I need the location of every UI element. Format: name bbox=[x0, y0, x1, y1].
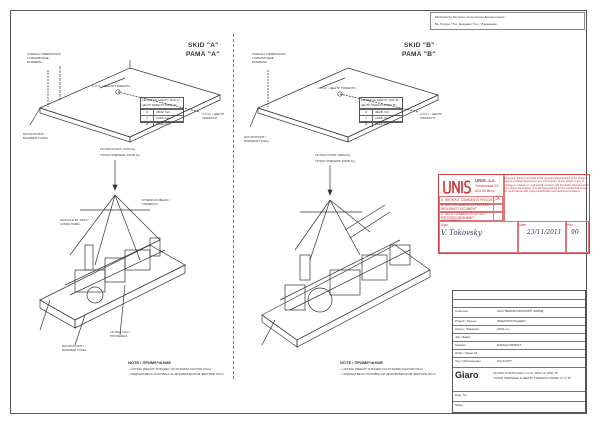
skid-a-lifting-point-ru: ТОЧКА ПОДЪЕМА 13100 Kg bbox=[100, 153, 140, 157]
skid-b-note-1: – LIFTING WEIGHT IS BASED ON DYNAMIC FAC… bbox=[340, 367, 423, 371]
skid-a-overall-slab bbox=[29, 60, 221, 143]
skid-b-title: SKID "B" bbox=[404, 42, 435, 49]
stamp-date-label: Date: bbox=[519, 223, 527, 227]
skid-a-note-1: – LIFTING WEIGHT IS BASED ON DYNAMIC FAC… bbox=[128, 367, 211, 371]
table-row: Dwg. No. bbox=[453, 391, 585, 397]
skid-a-strength-beam: STRENGTH BEAM / ТРАВЕРСА bbox=[142, 198, 170, 206]
stamp-approval-text: Approval of this is intended to the gene… bbox=[505, 177, 589, 194]
giaro-logo: Giaro bbox=[455, 370, 479, 380]
skid-a-lug: LIFTING LUG / ПРОУШИНА bbox=[110, 330, 131, 338]
header-strip: Мобилна бр.Ресурсно-Технолошки Документа… bbox=[430, 12, 585, 30]
skid-a-datum-2: DATUM POINT / БАЗОВАЯ ТОЧКА bbox=[62, 344, 87, 352]
skid-a-title-ru: РАМА "A" bbox=[186, 51, 220, 58]
skid-a-cog-table-title: CENTER OF GRAVITY SKID "A" / ЦЕНТР ТЯЖЕС… bbox=[141, 99, 183, 109]
skid-b-lifting-arrangement bbox=[261, 165, 431, 348]
skid-b-cog-marker-label: C.O.G. / ЦЕНТР ТЯЖЕСТИ bbox=[420, 112, 443, 120]
stamp-date: 23/11/2011 bbox=[527, 229, 562, 236]
stamp-address-2: 624 00 Brno bbox=[475, 189, 495, 193]
skid-a-lifting-arrangement bbox=[39, 160, 186, 346]
skid-b-datum-label: DATUM POINT / БАЗОВАЯ ТОЧКА bbox=[244, 135, 269, 143]
stamp-row-b: B. WITH COMMENTS PROCEED RESUBMIT DOCUME… bbox=[441, 203, 490, 211]
table-row bbox=[453, 299, 585, 300]
sheet-divider bbox=[233, 34, 234, 379]
stamp-signature: V. Tokovsky bbox=[441, 229, 482, 237]
table-row: Scale bbox=[453, 401, 585, 407]
skid-b-lifting-point-ru: ТОЧКА ПОДЪЕМА 15900 Kg bbox=[315, 159, 355, 163]
stamp-row-a: A. WITHOUT COMMENTS PROCEED bbox=[441, 198, 496, 202]
skid-b-lifting-point: LIFTING POINT 15900 Kg bbox=[315, 153, 351, 157]
skid-a-shackle: SHACKLE BY SKID / СКОБА РАМЫ bbox=[60, 218, 89, 226]
title-block-brand-row: Giaro LIFTING POINTS AND C.O.G. SKID "A"… bbox=[453, 367, 585, 388]
header-line2: Бр. Ресурс / Тех. Документ Тех. / Измене… bbox=[435, 22, 497, 26]
skid-a-cog-label: C.O.G. / ЦЕНТР ТЯЖЕСТИ bbox=[92, 84, 130, 88]
skid-a-cog-marker-label: C.O.G. / ЦЕНТР ТЯЖЕСТИ bbox=[202, 112, 225, 120]
skid-a-note-2: – ПОДЪЕМ ВЕСА ОСНОВАН НА ДИНАМИЧЕСКОМ ФА… bbox=[128, 372, 224, 376]
skid-a-note-title: NOTE / ПРИМЕЧАНИЕ bbox=[128, 360, 171, 365]
skid-a-title: SKID "A" bbox=[188, 42, 219, 49]
skid-a-cog-table: CENTER OF GRAVITY SKID "A" / ЦЕНТР ТЯЖЕС… bbox=[140, 97, 184, 127]
title-block-title-2: ТОЧКИ ПОДЪЕМА И ЦЕНТР ТЯЖЕСТИ РАМЫ "A" И… bbox=[493, 376, 572, 380]
skid-b-title-ru: РАМА "B" bbox=[402, 51, 436, 58]
header-line1: Мобилна бр.Ресурсно-Технолошки Документа… bbox=[435, 15, 505, 19]
skid-b-cog-table-title: CENTER OF GRAVITY SKID "B" / ЦЕНТР ТЯЖЕС… bbox=[360, 99, 402, 109]
skid-a-datum-label: DATUM POINT / БАЗОВАЯ ТОЧКА bbox=[23, 132, 48, 140]
stamp-mark-x: X bbox=[496, 196, 501, 202]
stamp-rev: 90 bbox=[571, 229, 579, 236]
stamp-address-1: Jundrovská 33 bbox=[475, 184, 499, 188]
skid-b-overall-label: OVERALL DIMENSIONS / ГАБАРИТНЫЕ РАЗМЕРЫ bbox=[252, 52, 286, 64]
skid-b-cog-label: C.O.G. / ЦЕНТР ТЯЖЕСТИ bbox=[318, 86, 356, 90]
title-block-title-1: LIFTING POINTS AND C.O.G. SKID "A" AND "… bbox=[493, 371, 559, 375]
skid-b-note-2: – ПОДЪЕМ ВЕСА ОСНОВАН НА ДИНАМИЧЕСКОМ ФА… bbox=[340, 372, 436, 376]
unis-logo-icon bbox=[443, 180, 472, 194]
table-row: Order / Заказ № bbox=[453, 349, 585, 355]
skid-a-lifting-point: LIFTING POINT 13100 Kg bbox=[100, 147, 136, 151]
stamp-rev-label: Rev: bbox=[567, 223, 574, 227]
approval-stamp: UNIS, a.s. Jundrovská 33 624 00 Brno App… bbox=[438, 174, 590, 254]
stamp-company: UNIS, a.s. bbox=[475, 178, 496, 183]
drawing-frame bbox=[10, 10, 587, 414]
stamp-sign-label: Sign: bbox=[441, 223, 449, 227]
table-row: Job / Заказ bbox=[453, 333, 585, 339]
skid-a-overall-label: OVERALL DIMENSIONS / ГАБАРИТНЫЕ РАЗМЕРЫ bbox=[27, 52, 61, 64]
skid-b-note-title: NOTE / ПРИМЕЧАНИЕ bbox=[340, 360, 383, 365]
skid-b-overall-slab bbox=[249, 67, 439, 143]
